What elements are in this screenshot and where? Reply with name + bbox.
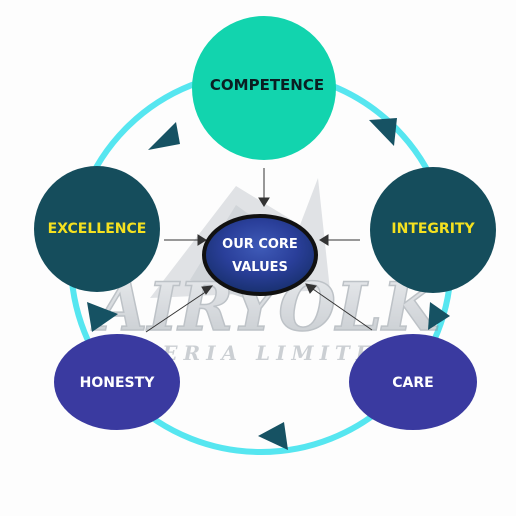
arrowhead-care-to-honesty (258, 422, 288, 450)
node-integrity: INTEGRITY (370, 167, 496, 293)
node-care: CARE (349, 334, 477, 430)
arrowhead-integrity-to-care (428, 302, 450, 330)
center-core-values: OUR CORE VALUES (202, 214, 318, 296)
center-label-line2: VALUES (232, 260, 288, 275)
node-integrity-label: INTEGRITY (391, 221, 475, 237)
connector-care-head (305, 283, 317, 294)
connector-competence-head (258, 197, 270, 207)
connector-care (309, 286, 373, 331)
node-care-label: CARE (392, 375, 433, 391)
arrowhead-excellence-to-competence (148, 122, 180, 150)
node-honesty: HONESTY (54, 334, 180, 430)
node-competence: COMPETENCE (192, 16, 336, 160)
connector-honesty-head (201, 285, 214, 295)
connector-excellence-head (197, 234, 207, 246)
node-excellence: EXCELLENCE (34, 166, 160, 292)
center-label-line1: OUR CORE (222, 237, 298, 252)
connector-integrity-head (319, 234, 329, 246)
arrowhead-competence-to-integrity (369, 118, 397, 146)
watermark-company: AIRYOLK (90, 268, 442, 346)
node-competence-label: COMPETENCE (210, 76, 324, 94)
connector-honesty (145, 288, 211, 333)
node-honesty-label: HONESTY (80, 375, 156, 391)
node-excellence-label: EXCELLENCE (48, 221, 147, 237)
arrowhead-honesty-to-excellence (87, 302, 118, 332)
